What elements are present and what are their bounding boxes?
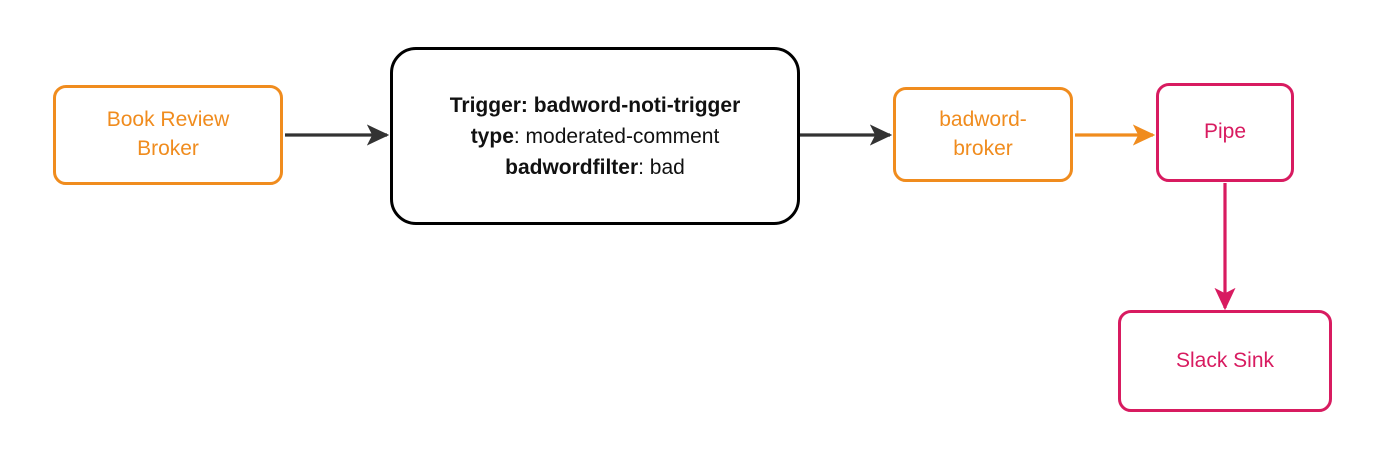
- trigger-key-type: type: [470, 124, 514, 148]
- trigger-value-type: : moderated-comment: [513, 124, 720, 148]
- node-slack-sink[interactable]: Slack Sink: [1118, 310, 1332, 412]
- trigger-value-badwordfilter: : bad: [638, 155, 685, 179]
- node-label-pipe: Pipe: [1203, 120, 1247, 144]
- node-badword-noti-trigger[interactable]: Trigger: badword-noti-trigger type: mode…: [390, 47, 800, 225]
- node-label-slack-sink: Slack Sink: [1175, 348, 1275, 372]
- trigger-line-type: type: moderated-comment: [471, 121, 720, 152]
- node-pipe[interactable]: Pipe: [1156, 83, 1294, 182]
- trigger-key-trigger: Trigger:: [449, 93, 528, 117]
- trigger-key-badwordfilter: badwordfilter: [505, 155, 639, 179]
- trigger-value-trigger: badword-noti-trigger: [533, 93, 741, 117]
- trigger-line-badwordfilter: badwordfilter: bad: [505, 152, 685, 183]
- trigger-line-trigger: Trigger: badword-noti-trigger: [450, 90, 741, 121]
- node-label-book-review-broker: Book Review Broker: [106, 108, 230, 160]
- node-label-badword-broker: badword- broker: [939, 107, 1027, 160]
- node-book-review-broker[interactable]: Book Review Broker: [53, 85, 283, 185]
- node-badword-broker[interactable]: badword- broker: [893, 87, 1073, 182]
